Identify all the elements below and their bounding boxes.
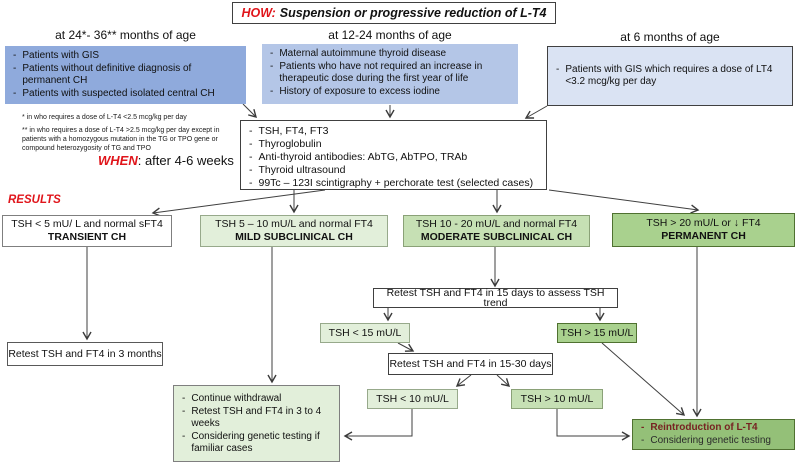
list-item: Patients with suspected isolated central… — [11, 88, 240, 101]
list-item: Thyroid ultrasound — [247, 164, 540, 177]
reintroduction-label: Reintroduction of L-T4 — [639, 422, 788, 435]
results-label: RESULTS — [8, 194, 61, 206]
tsh-lt-10-label: TSH < 10 mU/L — [376, 392, 449, 405]
result-criteria: TSH < 5 mU/ L and normal sFT4 — [11, 218, 163, 230]
genetic-testing-label: Considering genetic testing — [639, 435, 788, 448]
reintroduction-box: Reintroduction of L-T4 Considering genet… — [632, 419, 795, 450]
tsh-gt-15-box: TSH > 15 mU/L — [557, 323, 637, 343]
footnote-1: * in who requires a dose of L-T4 <2.5 mc… — [22, 114, 187, 121]
criteria-box-24-36-months: Patients with GIS Patients without defin… — [5, 46, 246, 104]
header-6-months: at 6 months of age — [620, 30, 720, 44]
list-item: Considering genetic testing if familiar … — [180, 431, 333, 456]
result-box-transient: TSH < 5 mU/ L and normal sFT4 TRANSIENT … — [2, 215, 172, 247]
when-line: WHEN: after 4-6 weeks — [98, 153, 234, 168]
result-diagnosis: TRANSIENT CH — [47, 231, 127, 243]
retest-3-months-box: Retest TSH and FT4 in 3 months — [7, 342, 163, 366]
list-item: Patients with GIS — [11, 50, 240, 63]
footnotes: * in who requires a dose of L-T4 <2.5 mc… — [22, 113, 240, 153]
list-item: Thyroglobulin — [247, 138, 540, 151]
result-box-mild: TSH 5 – 10 mU/L and normal FT4 MILD SUBC… — [200, 215, 388, 247]
tsh-lt-15-box: TSH < 15 mU/L — [320, 323, 410, 343]
retest-15-30-days-label: Retest TSH and FT4 in 15-30 days — [389, 357, 552, 370]
result-diagnosis: MODERATE SUBCLINICAL CH — [420, 231, 573, 243]
result-box-moderate: TSH 10 - 20 mU/L and normal FT4 MODERATE… — [403, 215, 590, 247]
header-24-36-months: at 24*- 36** months of age — [55, 28, 196, 42]
list-item: TSH, FT4, FT3 — [247, 125, 540, 138]
result-criteria: TSH 10 - 20 mU/L and normal FT4 — [415, 218, 578, 230]
list-item: Patients without definitive diagnosis of… — [11, 63, 240, 88]
list-item: Patients with GIS which requires a dose … — [554, 64, 786, 89]
retest-3-months-label: Retest TSH and FT4 in 3 months — [8, 347, 162, 360]
result-diagnosis: PERMANENT CH — [661, 230, 746, 242]
list-item: History of exposure to excess iodine — [268, 86, 512, 99]
criteria-box-12-24-months: Maternal autoimmune thyroid disease Pati… — [262, 44, 518, 104]
retest-15-days-label: Retest TSH and FT4 in 15 days to assess … — [386, 286, 605, 309]
tests-box: TSH, FT4, FT3 Thyroglobulin Anti-thyroid… — [240, 120, 547, 190]
tsh-gt-10-box: TSH > 10 mU/L — [511, 389, 603, 409]
list-item: Retest TSH and FT4 in 3 to 4 weeks — [180, 406, 333, 431]
tsh-gt-15-label: TSH > 15 mU/L — [560, 326, 634, 339]
result-diagnosis: MILD SUBCLINICAL CH — [235, 231, 353, 243]
retest-15-days-box: Retest TSH and FT4 in 15 days to assess … — [373, 286, 618, 309]
title-prefix: HOW: — [241, 6, 276, 20]
list-item: Continue withdrawal — [180, 393, 333, 406]
footnote-2: ** in who requires a dose of L-T4 >2.5 m… — [22, 127, 220, 152]
list-item: Maternal autoimmune thyroid disease — [268, 48, 512, 61]
continue-withdrawal-box: Continue withdrawal Retest TSH and FT4 i… — [173, 385, 340, 462]
result-criteria: TSH 5 – 10 mU/L and normal FT4 — [215, 218, 373, 230]
criteria-box-6-months: Patients with GIS which requires a dose … — [547, 46, 793, 106]
title-text: Suspension or progressive reduction of L… — [279, 6, 547, 20]
list-item: Anti-thyroid antibodies: AbTG, AbTPO, TR… — [247, 151, 540, 164]
retest-15-30-days-box: Retest TSH and FT4 in 15-30 days — [388, 353, 553, 375]
result-criteria: TSH > 20 mU/L or ↓ FT4 — [646, 217, 761, 229]
list-item: 99Tc – 123I scintigraphy + perchorate te… — [247, 177, 540, 190]
tsh-lt-10-box: TSH < 10 mU/L — [367, 389, 458, 409]
header-12-24-months: at 12-24 months of age — [328, 28, 452, 42]
when-text: : after 4-6 weeks — [137, 153, 234, 168]
tsh-gt-10-label: TSH > 10 mU/L — [520, 392, 594, 405]
when-prefix: WHEN — [98, 153, 138, 168]
result-box-permanent: TSH > 20 mU/L or ↓ FT4 PERMANENT CH — [612, 213, 795, 247]
list-item: Patients who have not required an increa… — [268, 61, 512, 86]
title-box: HOW: Suspension or progressive reduction… — [232, 2, 556, 24]
tsh-lt-15-label: TSH < 15 mU/L — [328, 326, 402, 339]
